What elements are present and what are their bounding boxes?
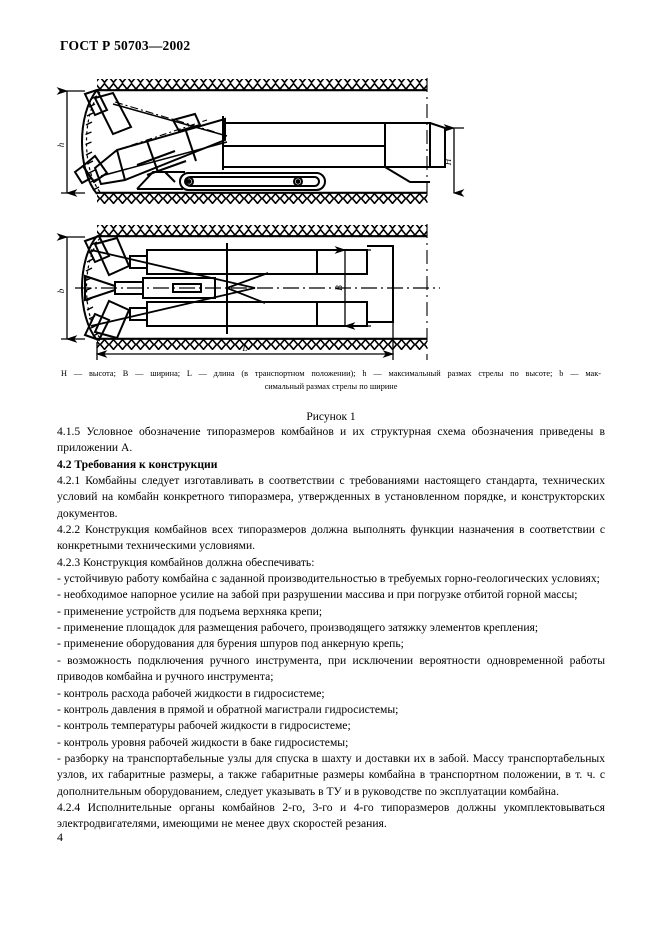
- heading-4-2: 4.2 Требования к конструкции: [57, 457, 218, 471]
- figure-caption-line-2: симальный размах стрелы по ширине: [264, 381, 398, 391]
- list-item: - устойчивую работу комбайна с заданной …: [57, 572, 600, 586]
- list-item: - контроль температуры рабочей жидкости …: [57, 719, 351, 733]
- list-item: - применение устройств для подъема верхн…: [57, 604, 323, 618]
- paragraph-4-1-5: 4.1.5 Условное обозначение типоразмеров …: [57, 425, 605, 455]
- svg-text:L: L: [241, 344, 247, 354]
- list-item: - разборку на транспортабельные узлы для…: [57, 751, 605, 798]
- page-number: 4: [57, 830, 63, 844]
- list-item: - контроль уровня рабочей жидкости в бак…: [57, 735, 349, 749]
- list-item: - необходимое напорное усилие на забой п…: [57, 588, 578, 602]
- figure-1: h H: [55, 72, 610, 423]
- paragraph-4-2-2: 4.2.2 Конструкция комбайнов всех типораз…: [57, 523, 605, 553]
- list-item: - контроль давления в прямой и обратной …: [57, 702, 399, 716]
- svg-text:h: h: [56, 142, 66, 147]
- figure-drawing: h H: [55, 72, 610, 364]
- figure-number-label: Рисунок 1: [306, 410, 356, 423]
- svg-text:b: b: [56, 288, 66, 293]
- svg-text:B: B: [334, 285, 344, 291]
- paragraph-4-2-4: 4.2.4 Исполнительные органы комбайнов 2-…: [57, 800, 605, 831]
- list-item: - контроль расхода рабочей жидкости в ги…: [57, 686, 325, 700]
- figure-caption-line-1: H — высота; B — ширина; L — длина (в тра…: [61, 369, 601, 378]
- list-item: - применение площадок для размещения раб…: [57, 621, 539, 635]
- paragraph-4-2-1: 4.2.1 Комбайны следует изготавливать в с…: [57, 474, 605, 520]
- side-view-group: h H: [56, 78, 465, 204]
- standard-header: ГОСТ Р 50703—2002: [60, 38, 191, 53]
- list-item: - применение оборудования для бурения шп…: [57, 637, 404, 651]
- paragraph-4-2-3: 4.2.3 Конструкция комбайнов должна обесп…: [57, 555, 315, 569]
- plan-view-group: b: [56, 224, 440, 360]
- list-item: - возможность подключения ручного инстру…: [57, 653, 605, 684]
- svg-text:H: H: [443, 158, 453, 166]
- figure-caption: H — высота; B — ширина; L — длина (в тра…: [61, 368, 601, 394]
- body-text: 4.1.5 Условное обозначение типоразмеров …: [57, 424, 605, 833]
